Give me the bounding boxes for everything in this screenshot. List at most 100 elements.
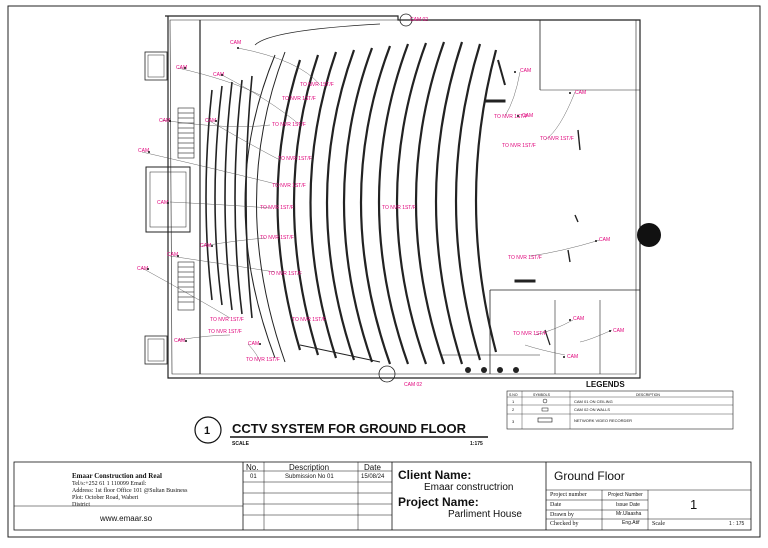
nvr-label: TO NVR 1ST/F	[208, 329, 242, 335]
company-line: Tel/s:+252 61 1 110099 Email:	[72, 481, 147, 487]
company-name: Emaar Construction and Real	[72, 472, 162, 480]
company-website[interactable]: www.emaar.so	[100, 514, 153, 523]
cable-routes	[141, 47, 613, 363]
nvr-label: TO NVR 1ST/F	[282, 96, 316, 102]
toilet-fixtures	[465, 367, 519, 373]
nvr-label: TO NVR 1ST/F	[300, 82, 334, 88]
client-label: Client Name:	[398, 468, 472, 482]
nvr-label: TO NVR 1ST/F	[246, 357, 280, 363]
legend-row-no: 2	[512, 407, 515, 412]
nvr-label: TO NVR 1ST/F	[260, 235, 294, 241]
cam-label: CAM	[138, 148, 149, 154]
cam-label: CAM	[176, 65, 187, 71]
legend-row-description: CAM 01 ON CEILING	[574, 399, 613, 404]
nvr-icon	[537, 417, 553, 423]
cam-label: CAM	[522, 113, 533, 119]
nvr-label: TO NVR 1ST/F	[494, 114, 528, 120]
cam-02-label: CAM 02	[410, 17, 428, 23]
stage	[244, 23, 381, 363]
nvr-label: TO NVR 1ST/F	[292, 317, 326, 323]
company-line: Plot: October Road, Waberi	[72, 495, 139, 501]
legend-header-no: S.NO	[509, 393, 518, 397]
rev-row-no: 01	[250, 474, 257, 480]
scale-label: Scale	[652, 521, 665, 527]
nvr-label: TO NVR 1ST/F	[502, 143, 536, 149]
wall-camera-icon	[541, 407, 549, 412]
date-value: Issue Date	[616, 502, 640, 508]
scale-value: 1 : 175	[729, 521, 745, 527]
rev-header-date: Date	[364, 463, 381, 472]
cam-label: CAM	[248, 341, 259, 347]
seating-rows	[276, 41, 498, 365]
cam-label: CAM	[167, 252, 178, 258]
titleblock-frame	[13, 461, 752, 531]
legend-row-no: 3	[512, 419, 515, 424]
drawing-title: 1 CCTV SYSTEM FOR GROUND FLOOR SCALE 1:1…	[194, 416, 488, 447]
cam-label: CAM	[575, 90, 586, 96]
cam-label: CAM	[573, 316, 584, 322]
sheet-title: Ground Floor	[554, 469, 625, 483]
camera-points	[147, 47, 611, 358]
camera-labels: CAM 02 CAM CAM CAM CAM CAM CAM CAM CAM C…	[137, 17, 624, 388]
rev-row-date: 15/08/24	[361, 474, 385, 480]
ceiling-camera-icon	[542, 398, 548, 404]
cam-label: CAM	[213, 72, 224, 78]
cam-label: CAM	[137, 266, 148, 272]
nvr-labels: TO NVR 1ST/F TO NVR 1ST/F TO NVR 1ST/F T…	[208, 82, 574, 363]
entrance-marker	[378, 365, 396, 383]
legend-header-description: DESCRIPTION	[636, 393, 660, 397]
project-label: Project Name:	[398, 495, 479, 509]
cam-label: CAM	[157, 200, 168, 206]
drawing-scale-label: SCALE	[232, 441, 250, 447]
legend: LEGENDS S.NO SYMBOLS DESCRIPTION 1 2 3 C…	[506, 380, 734, 430]
building-outline	[144, 15, 641, 379]
nvr-label: TO NVR 1ST/F	[268, 271, 302, 277]
cam-label: CAM	[200, 243, 211, 249]
cam-label: CAM	[159, 118, 170, 124]
nvr-label: TO NVR 1ST/F	[272, 122, 306, 128]
nvr-label: TO NVR 1ST/F	[382, 205, 416, 211]
right-details	[484, 59, 581, 346]
drawn-by-label: Drawn by	[550, 512, 574, 518]
drawn-by-value: Mr.Ulaasha	[616, 511, 642, 517]
project-value: Parliment House	[448, 509, 522, 520]
legend-row-no: 1	[512, 399, 515, 404]
staircases	[177, 107, 195, 311]
rev-row-description: Submission No 01	[285, 474, 334, 480]
cam-label: CAM	[205, 118, 216, 124]
cam-label: CAM	[599, 237, 610, 243]
company-line: District	[72, 502, 90, 508]
company-line: Address: 1st floor Office 101 @Sultan Bu…	[72, 488, 188, 494]
drawing-scale-value: 1:175	[470, 441, 483, 447]
rev-header-description: Description	[289, 463, 330, 472]
date-label: Date	[550, 502, 562, 508]
top-marker	[399, 13, 413, 27]
project-number-label: Project number	[550, 492, 587, 498]
side-seating	[205, 75, 253, 319]
column-marker	[637, 223, 661, 247]
legend-header-symbols: SYMBOLS	[533, 393, 551, 397]
nvr-label: TO NVR 1ST/F	[272, 183, 306, 189]
nvr-label: TO NVR 1ST/F	[260, 205, 294, 211]
checked-by-label: Checked by	[550, 521, 579, 527]
legend-title: LEGENDS	[586, 380, 625, 389]
nvr-label: TO NVR 1ST/F	[278, 156, 312, 162]
cam-label: CAM	[520, 68, 531, 74]
client-value: Emaar constructrion	[424, 482, 514, 493]
nvr-label: TO NVR 1ST/F	[540, 136, 574, 142]
rev-header-no: No.	[246, 463, 259, 472]
cam-label: CAM	[613, 328, 624, 334]
cam-02-label: CAM 02	[404, 382, 422, 388]
cam-label: CAM	[174, 338, 185, 344]
nvr-label: TO NVR 1ST/F	[513, 331, 547, 337]
drawing-title-text: CCTV SYSTEM FOR GROUND FLOOR	[232, 421, 467, 436]
legend-row-description: CAM 02 ON WALLS	[574, 407, 610, 412]
project-number-value: Project Number	[608, 492, 643, 498]
nvr-label: TO NVR 1ST/F	[210, 317, 244, 323]
nvr-label: TO NVR 1ST/F	[508, 255, 542, 261]
cam-label: CAM	[230, 40, 241, 46]
drawing-number: 1	[204, 425, 210, 437]
cam-label: CAM	[567, 354, 578, 360]
